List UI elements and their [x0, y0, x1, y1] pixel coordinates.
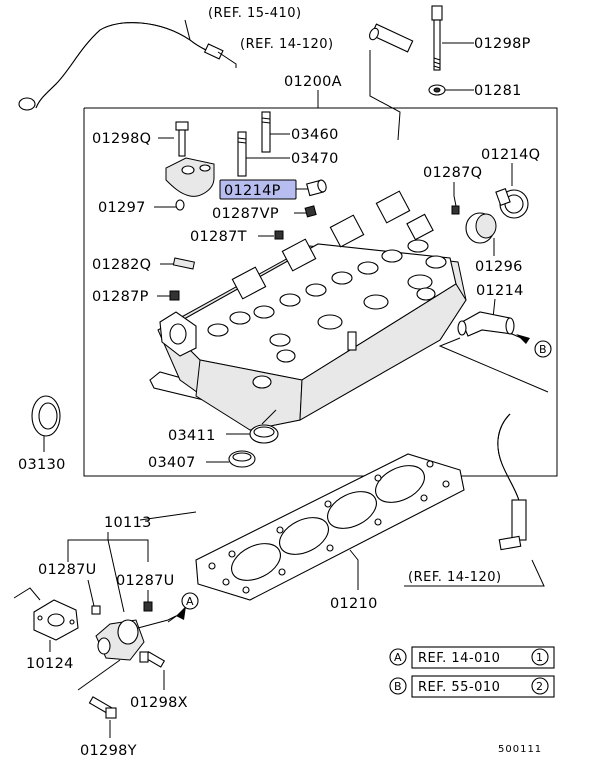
- plug-01287U-left: [91, 605, 101, 615]
- part-03130: 03130: [18, 457, 66, 473]
- part-01282Q: 01282Q: [92, 257, 151, 273]
- legend-b-marker: B: [394, 680, 402, 693]
- seal-03130: [31, 395, 61, 437]
- legend-a-num: 1: [536, 651, 543, 664]
- plug-01297: [175, 199, 185, 211]
- valve-pockets: [207, 239, 447, 347]
- cap-01296: [465, 212, 497, 244]
- stud-03470: [237, 131, 247, 177]
- plug-01287P: [169, 290, 180, 301]
- plug-01287U-right: [143, 601, 153, 612]
- marker-b-diagram: [534, 340, 552, 358]
- bearing-cap: [165, 157, 215, 197]
- part-01297: 01297: [98, 200, 146, 216]
- legend-row-b: B REF. 55-010 2: [389, 675, 555, 698]
- bolt-01298Q: [175, 121, 189, 157]
- plug-01287VP: [304, 205, 317, 218]
- part-03407: 03407: [148, 455, 196, 471]
- legend-b-text: REF. 55-010: [418, 680, 500, 695]
- bolt-01298Y: [88, 696, 117, 719]
- cylinder-head: [149, 190, 467, 431]
- part-01298X: 01298X: [130, 695, 188, 711]
- part-03460: 03460: [291, 127, 339, 143]
- fitting-01214: [457, 311, 515, 337]
- ref-15-410-label: (REF. 15-410): [208, 6, 302, 21]
- marker-b-diagram-letter: B: [539, 343, 547, 356]
- part-01281: 01281: [474, 83, 522, 99]
- plug-01287Q: [451, 205, 460, 215]
- water-hose: [497, 413, 527, 551]
- legend-row-a: A REF. 14-010 1: [389, 646, 555, 669]
- seal-03407: [228, 450, 256, 468]
- thermostat-housing: [95, 619, 145, 661]
- part-01298P: 01298P: [474, 36, 531, 52]
- part-01287U-left: 01287U: [38, 562, 97, 578]
- part-01214: 01214: [476, 283, 524, 299]
- fitting-01214Q: [495, 188, 529, 219]
- dowel-pipe: [369, 23, 414, 53]
- cam-towers: [231, 190, 434, 300]
- gasket-10124: [33, 599, 79, 641]
- stud-03460: [261, 111, 271, 153]
- part-01298Q: 01298Q: [92, 131, 151, 147]
- bolt-01298X: [139, 651, 166, 668]
- part-01200A: 01200A: [284, 74, 342, 90]
- part-01287P: 01287P: [92, 289, 149, 305]
- diagram-code: 500111: [498, 744, 542, 755]
- part-01287VP: 01287VP: [212, 206, 279, 222]
- part-10113: 10113: [104, 515, 152, 531]
- seal-03411: [249, 424, 279, 444]
- head-gasket: [195, 453, 465, 601]
- part-01287Q: 01287Q: [423, 165, 482, 181]
- fitting-01214P: [306, 179, 327, 197]
- part-10124: 10124: [26, 656, 74, 672]
- vacuum-pipe: [18, 22, 224, 111]
- part-01214P: 01214P: [224, 183, 281, 199]
- legend-a-marker: A: [394, 651, 402, 664]
- plug-01287T: [274, 230, 284, 240]
- part-01287U-right: 01287U: [116, 573, 175, 589]
- part-01287T: 01287T: [190, 229, 247, 245]
- part-01210: 01210: [330, 596, 378, 612]
- legend-b-num: 2: [536, 680, 543, 693]
- stud-01282Q: [172, 257, 195, 270]
- marker-a-diagram: [181, 592, 199, 610]
- part-01298Y: 01298Y: [80, 743, 137, 759]
- part-03411: 03411: [168, 428, 216, 444]
- washer-01281: [428, 84, 446, 96]
- legend-a-text: REF. 14-010: [418, 651, 500, 666]
- ref-14-120-top-label: (REF. 14-120): [240, 37, 334, 52]
- part-01214Q: 01214Q: [481, 147, 540, 163]
- part-01296: 01296: [475, 259, 523, 275]
- marker-a-diagram-letter: A: [186, 595, 194, 608]
- part-03470: 03470: [291, 151, 339, 167]
- ref-14-120-bottom-label: (REF. 14-120): [408, 570, 502, 585]
- bolt-01298P: [431, 5, 443, 71]
- callout-box-outline: [83, 107, 558, 477]
